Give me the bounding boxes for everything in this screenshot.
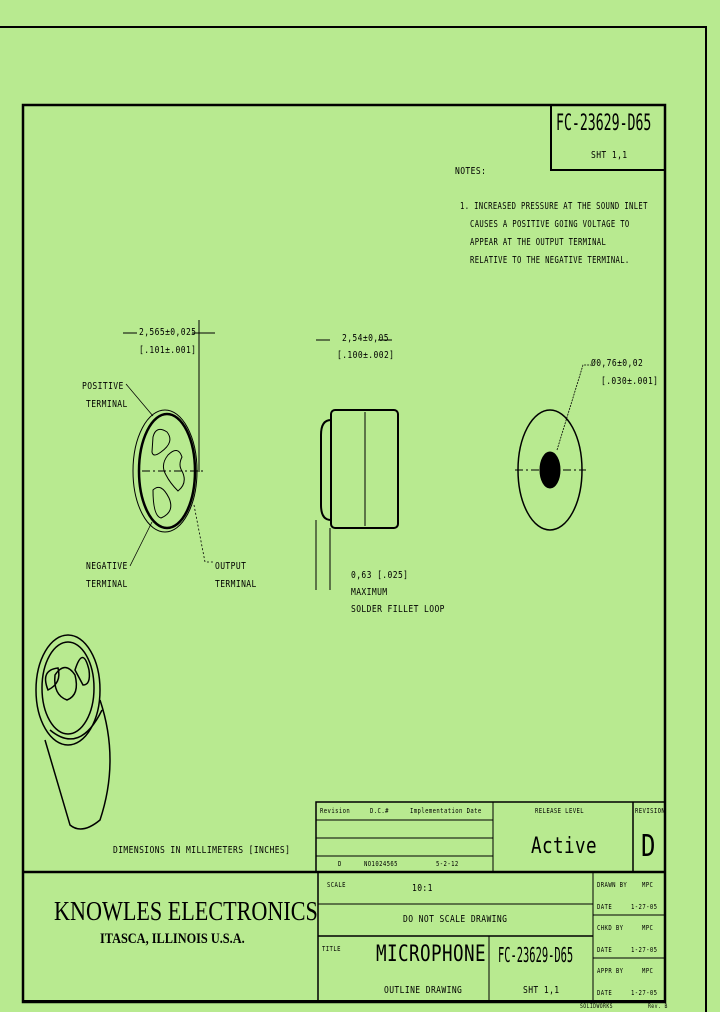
positive-terminal-label: POSITIVE	[82, 381, 124, 392]
units-note: DIMENSIONS IN MILLIMETERS [INCHES]	[113, 845, 291, 856]
approved-by-label: APPR BY	[597, 967, 624, 975]
depth-dimension: 2,54±0,05	[342, 333, 389, 344]
checked-date: 1-27-05	[631, 946, 658, 954]
isometric-view	[35, 634, 111, 830]
release-level-value: Active	[531, 834, 597, 859]
title-sheet-number: SHT 1,1	[523, 985, 560, 996]
output-terminal-label: TERMINAL	[215, 579, 257, 590]
notes-heading: NOTES:	[455, 166, 487, 177]
footer-software: SOLIDWORKS	[580, 1003, 613, 1010]
outer-border	[0, 26, 707, 1012]
do-not-scale-note: DO NOT SCALE DRAWING	[403, 914, 508, 925]
negative-terminal-label: NEGATIVE	[86, 561, 128, 572]
drawing-number: FC-23629-D65	[556, 111, 652, 136]
drawn-date-label: DATE	[597, 903, 613, 911]
scale-label: SCALE	[327, 881, 346, 889]
solder-note: SOLDER FILLET LOOP	[351, 604, 445, 615]
dc-cell: NO1024565	[364, 860, 398, 868]
note-line: CAUSES A POSITIVE GOING VOLTAGE TO	[470, 219, 630, 230]
sheet-number: SHT 1,1	[591, 150, 628, 161]
company-name: KNOWLES ELECTRONICS	[54, 896, 318, 926]
date-cell: 5-2-12	[436, 860, 459, 868]
drawing-subtitle: OUTLINE DRAWING	[384, 985, 463, 996]
depth-dimension-inches: [.100±.002]	[337, 350, 395, 361]
company-location: ITASCA, ILLINOIS U.S.A.	[100, 931, 245, 947]
front-view	[123, 320, 215, 567]
scale-value: 10:1	[412, 883, 433, 894]
drawn-date: 1-27-05	[631, 903, 658, 911]
drawn-by-label: DRAWN BY	[597, 881, 628, 889]
dc-header: D.C.#	[370, 807, 389, 815]
output-terminal-label: OUTPUT	[215, 561, 247, 572]
title-block-lines	[23, 801, 666, 1002]
implementation-date-header: Implementation Date	[410, 807, 482, 815]
checked-date-label: DATE	[597, 946, 613, 954]
revision-header: Revision	[320, 807, 351, 815]
revision-value: D	[641, 829, 656, 864]
drawing-title: MICROPHONE	[376, 942, 486, 967]
revision-label: REVISION	[635, 807, 666, 815]
note-line: APPEAR AT THE OUTPUT TERMINAL	[470, 237, 607, 248]
footer-revision: Rev. B	[648, 1003, 668, 1010]
solder-note: MAXIMUM	[351, 587, 388, 598]
width-dimension: 2,565±0,025	[139, 327, 197, 338]
note-line: RELATIVE TO THE NEGATIVE TERMINAL.	[470, 255, 630, 266]
release-level-label: RELEASE LEVEL	[535, 807, 585, 815]
side-view	[315, 339, 399, 590]
title-label: TITLE	[322, 945, 341, 953]
width-dimension-inches: [.101±.001]	[139, 345, 197, 356]
hole-dimension: Ø0,76±0,02	[591, 358, 644, 369]
revision-cell: D	[338, 860, 342, 868]
hole-dimension-inches: [.030±.001]	[601, 376, 659, 387]
checked-by-name: MPC	[642, 924, 654, 932]
title-drawing-number: FC-23629-D65	[498, 943, 574, 967]
approved-by-name: MPC	[642, 967, 654, 975]
drawn-by-name: MPC	[642, 881, 654, 889]
note-line: 1. INCREASED PRESSURE AT THE SOUND INLET	[460, 201, 648, 212]
solder-dimension: 0,63 [.025]	[351, 570, 409, 581]
approved-date-label: DATE	[597, 989, 613, 997]
rear-view	[515, 364, 591, 531]
checked-by-label: CHKD BY	[597, 924, 624, 932]
positive-terminal-label: TERMINAL	[86, 399, 128, 410]
negative-terminal-label: TERMINAL	[86, 579, 128, 590]
approved-date: 1-27-05	[631, 989, 658, 997]
